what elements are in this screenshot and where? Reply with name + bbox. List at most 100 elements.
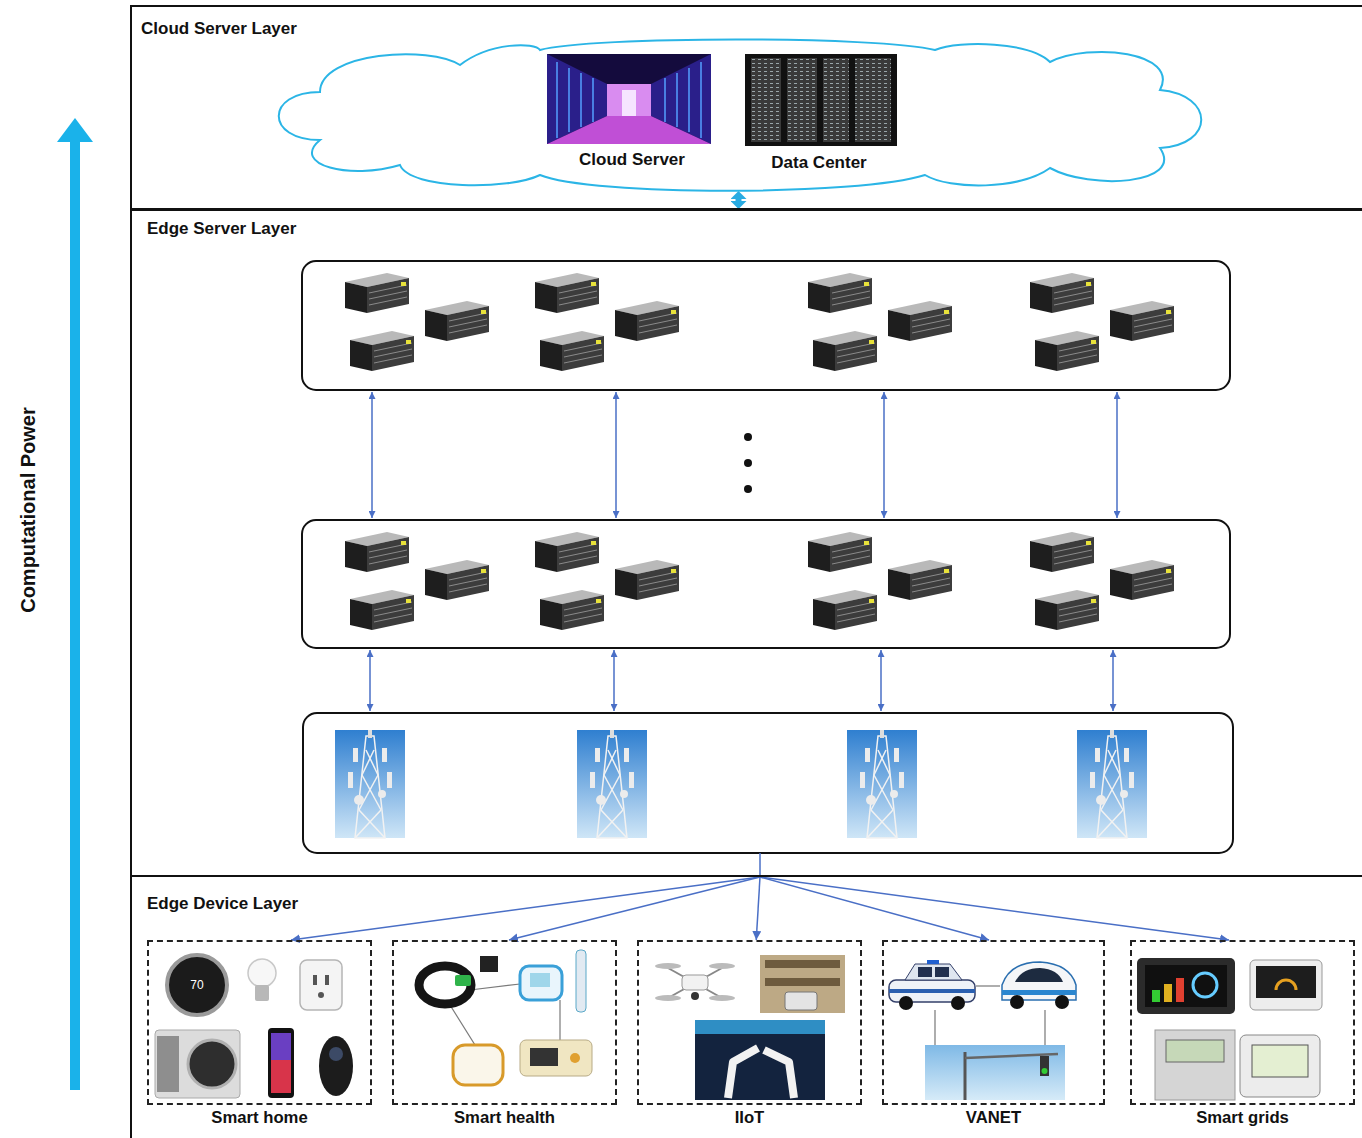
smart-home-devices [313, 975, 317, 985]
data-center-photo [823, 58, 849, 142]
device-group: Smart grids [1130, 940, 1355, 1105]
edge-server-cluster [535, 273, 679, 371]
smart-grid-meters [1145, 965, 1227, 1007]
fan-stub [759, 853, 761, 877]
smart-health-devices [480, 956, 498, 972]
vanet-vehicles [925, 1045, 1065, 1100]
edge-server-cluster [808, 273, 952, 371]
iiot-devices [765, 978, 840, 986]
smart-home-devices [155, 955, 353, 1098]
vanet-vehicles [951, 996, 965, 1010]
server-group-box [302, 261, 1233, 853]
ellipsis-dots [744, 433, 752, 493]
smart-home-devices [329, 1047, 343, 1061]
server-group-box [302, 520, 1230, 648]
smart-health-devices [530, 973, 550, 987]
smart-grid-meters [1137, 958, 1235, 1014]
cell-tower [1077, 730, 1147, 838]
smart-grid-meters [1176, 978, 1184, 1002]
connector-arrow [760, 877, 989, 940]
cloud-server-photo [607, 84, 651, 116]
edge-server-cluster [1030, 273, 1174, 371]
smart-grid-meters [1250, 960, 1322, 1010]
power-arrow [57, 118, 93, 1090]
link-arrow [1116, 392, 1118, 518]
iiot-devices [785, 992, 817, 1010]
connector-arrow [756, 877, 760, 940]
smart-health-devices [570, 1053, 580, 1063]
iiot-devices [682, 975, 708, 990]
group-label: Smart grids [1132, 1108, 1353, 1128]
smart-health-devices [576, 950, 586, 1012]
iiot-devices [655, 955, 845, 1100]
group-label: IIoT [639, 1108, 860, 1128]
vanet-vehicles [927, 960, 939, 964]
device-group: Smart health [392, 940, 617, 1105]
iiot-devices [691, 992, 699, 1000]
edge-server-cluster [345, 532, 489, 630]
cloud-outline [279, 40, 1202, 191]
smart-health-devices [470, 984, 520, 990]
power-arrow [70, 138, 80, 1090]
smart-grid-meters [1166, 1040, 1224, 1062]
cloud-server-photo [557, 62, 701, 138]
layer-title: Edge Server Layer [147, 219, 296, 239]
smart-home-devices [319, 1036, 353, 1096]
layer-band: Edge Server Layer [130, 209, 1362, 877]
power-arrow [57, 118, 93, 142]
device-group: VANET [882, 940, 1105, 1105]
iiot-devices [655, 963, 681, 969]
image-caption: Cloud Server [579, 150, 685, 170]
cell-tower [577, 730, 647, 838]
device-group: IIoT [637, 940, 862, 1105]
ellipsis-dots [744, 433, 752, 441]
layer-band: Cloud Server LayerCloud Server Data Cente… [130, 5, 1362, 210]
smart-grid-meters [1155, 1030, 1235, 1100]
smart-grid-meters [1256, 966, 1316, 998]
thermostat-reading: 70 [190, 978, 203, 992]
layer-title: Cloud Server Layer [141, 19, 297, 39]
cloud-server-photo [592, 78, 594, 122]
cloud-server-photo [547, 116, 711, 144]
cell-tower [335, 730, 405, 838]
cloud-server-photo [547, 54, 711, 144]
ellipsis-dots [744, 459, 752, 467]
vanet-vehicles [1010, 995, 1024, 1009]
iiot-devices [655, 995, 681, 1001]
smart-grid-meters [1240, 1035, 1320, 1097]
vanet-vehicles [935, 967, 949, 977]
image-caption: Data Center [771, 153, 866, 173]
vanet-vehicles [889, 989, 975, 993]
vanet-vehicles [899, 996, 913, 1010]
vanet-vehicles [1044, 1010, 1045, 1045]
iiot-devices [760, 955, 845, 1013]
connector-arrow [736, 197, 742, 203]
vanet-vehicles [976, 985, 1000, 986]
smart-home-devices [271, 1033, 291, 1093]
smart-grid-meters [1137, 958, 1322, 1100]
link-arrow [371, 392, 373, 518]
smart-health-devices [419, 966, 471, 1004]
smart-home-devices [188, 1040, 236, 1088]
group-label: Smart home [149, 1108, 370, 1128]
vanet-vehicles [889, 960, 1076, 1100]
layer-title: Edge Device Layer [147, 894, 298, 914]
cloud-outline [260, 40, 1217, 192]
smart-health-devices [419, 950, 592, 1085]
cloud-server-photo [580, 73, 582, 127]
smart-health-devices [455, 975, 471, 986]
smart-health-devices [520, 966, 562, 1000]
data-center-photo [745, 54, 897, 146]
link-arrow [883, 392, 885, 518]
smart-home-devices [248, 959, 276, 987]
cloud-shape: Cloud Server Data Center [260, 40, 1217, 192]
iiot-devices [709, 963, 735, 969]
server-group-box [302, 261, 1230, 390]
smart-home-devices [300, 960, 342, 1010]
cloud-server-photo [556, 62, 558, 138]
edge-server-cluster [345, 273, 1174, 630]
vanet-vehicles [1002, 962, 1076, 1000]
data-center-photo [787, 58, 817, 142]
smart-grid-meters [1152, 990, 1160, 1002]
iiot-devices [765, 960, 840, 968]
